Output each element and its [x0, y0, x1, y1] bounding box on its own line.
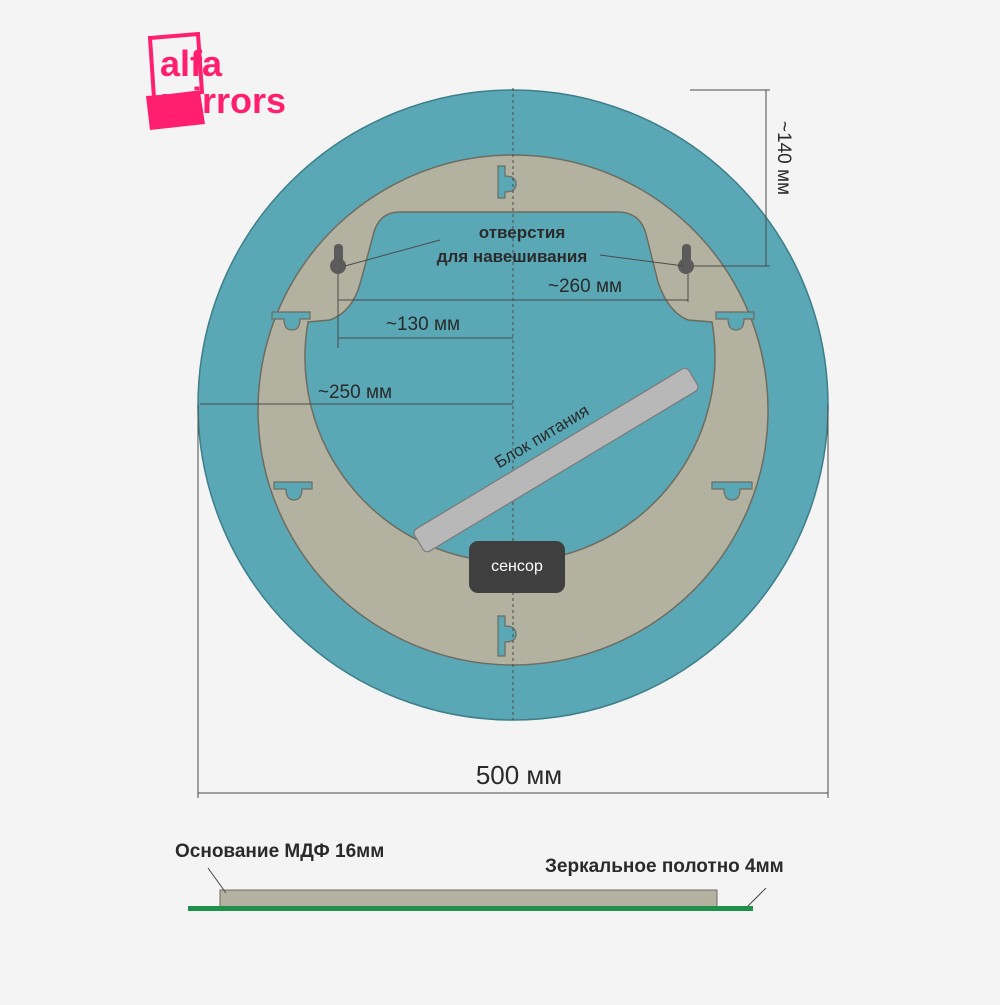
pointer-line-left [344, 239, 441, 267]
base-label: Основание МДФ 16мм [175, 841, 384, 862]
keyhole-left-icon [330, 244, 346, 274]
logo-mirror-icon [146, 92, 205, 130]
dim-260-label: ~260 мм [548, 276, 622, 297]
joint-right-lower [711, 481, 753, 501]
logo-line1: alfa [160, 43, 223, 84]
dim-250-label: ~250 мм [318, 382, 392, 403]
joint-left-lower [273, 481, 313, 501]
sensor: сенсор [469, 541, 565, 593]
holes-label-line1: отверстия [479, 223, 566, 242]
alfa-mirrors-logo: alfa mirrors [146, 31, 286, 130]
holes-label-line2: для навешивания [437, 247, 588, 266]
joint-left-upper [271, 311, 311, 331]
side-profile [188, 867, 767, 911]
pointer-base [207, 867, 227, 894]
mdf-base-profile [219, 889, 718, 909]
dimension-140 [690, 89, 770, 267]
dim-140-label: ~140 мм [773, 121, 794, 195]
logo-frame-icon [147, 31, 205, 101]
sensor-label: сенсор [491, 558, 543, 575]
logo-line2: mirrors [160, 80, 286, 121]
pointer-line-right [599, 254, 685, 267]
joint-right-upper [715, 311, 755, 331]
dimension-500 [197, 405, 829, 798]
keyhole-right-icon [678, 244, 694, 274]
mirror-sheet-profile [188, 906, 753, 911]
mirror-label: Зеркальное полотно 4мм [545, 856, 784, 877]
frame-joints [271, 165, 755, 657]
dim-500-label: 500 мм [476, 760, 562, 790]
pointer-mirror [747, 887, 767, 907]
joint-top [497, 165, 517, 199]
dimension-260 [337, 274, 689, 348]
joint-bottom [497, 615, 517, 657]
dim-130-label: ~130 мм [386, 314, 460, 335]
